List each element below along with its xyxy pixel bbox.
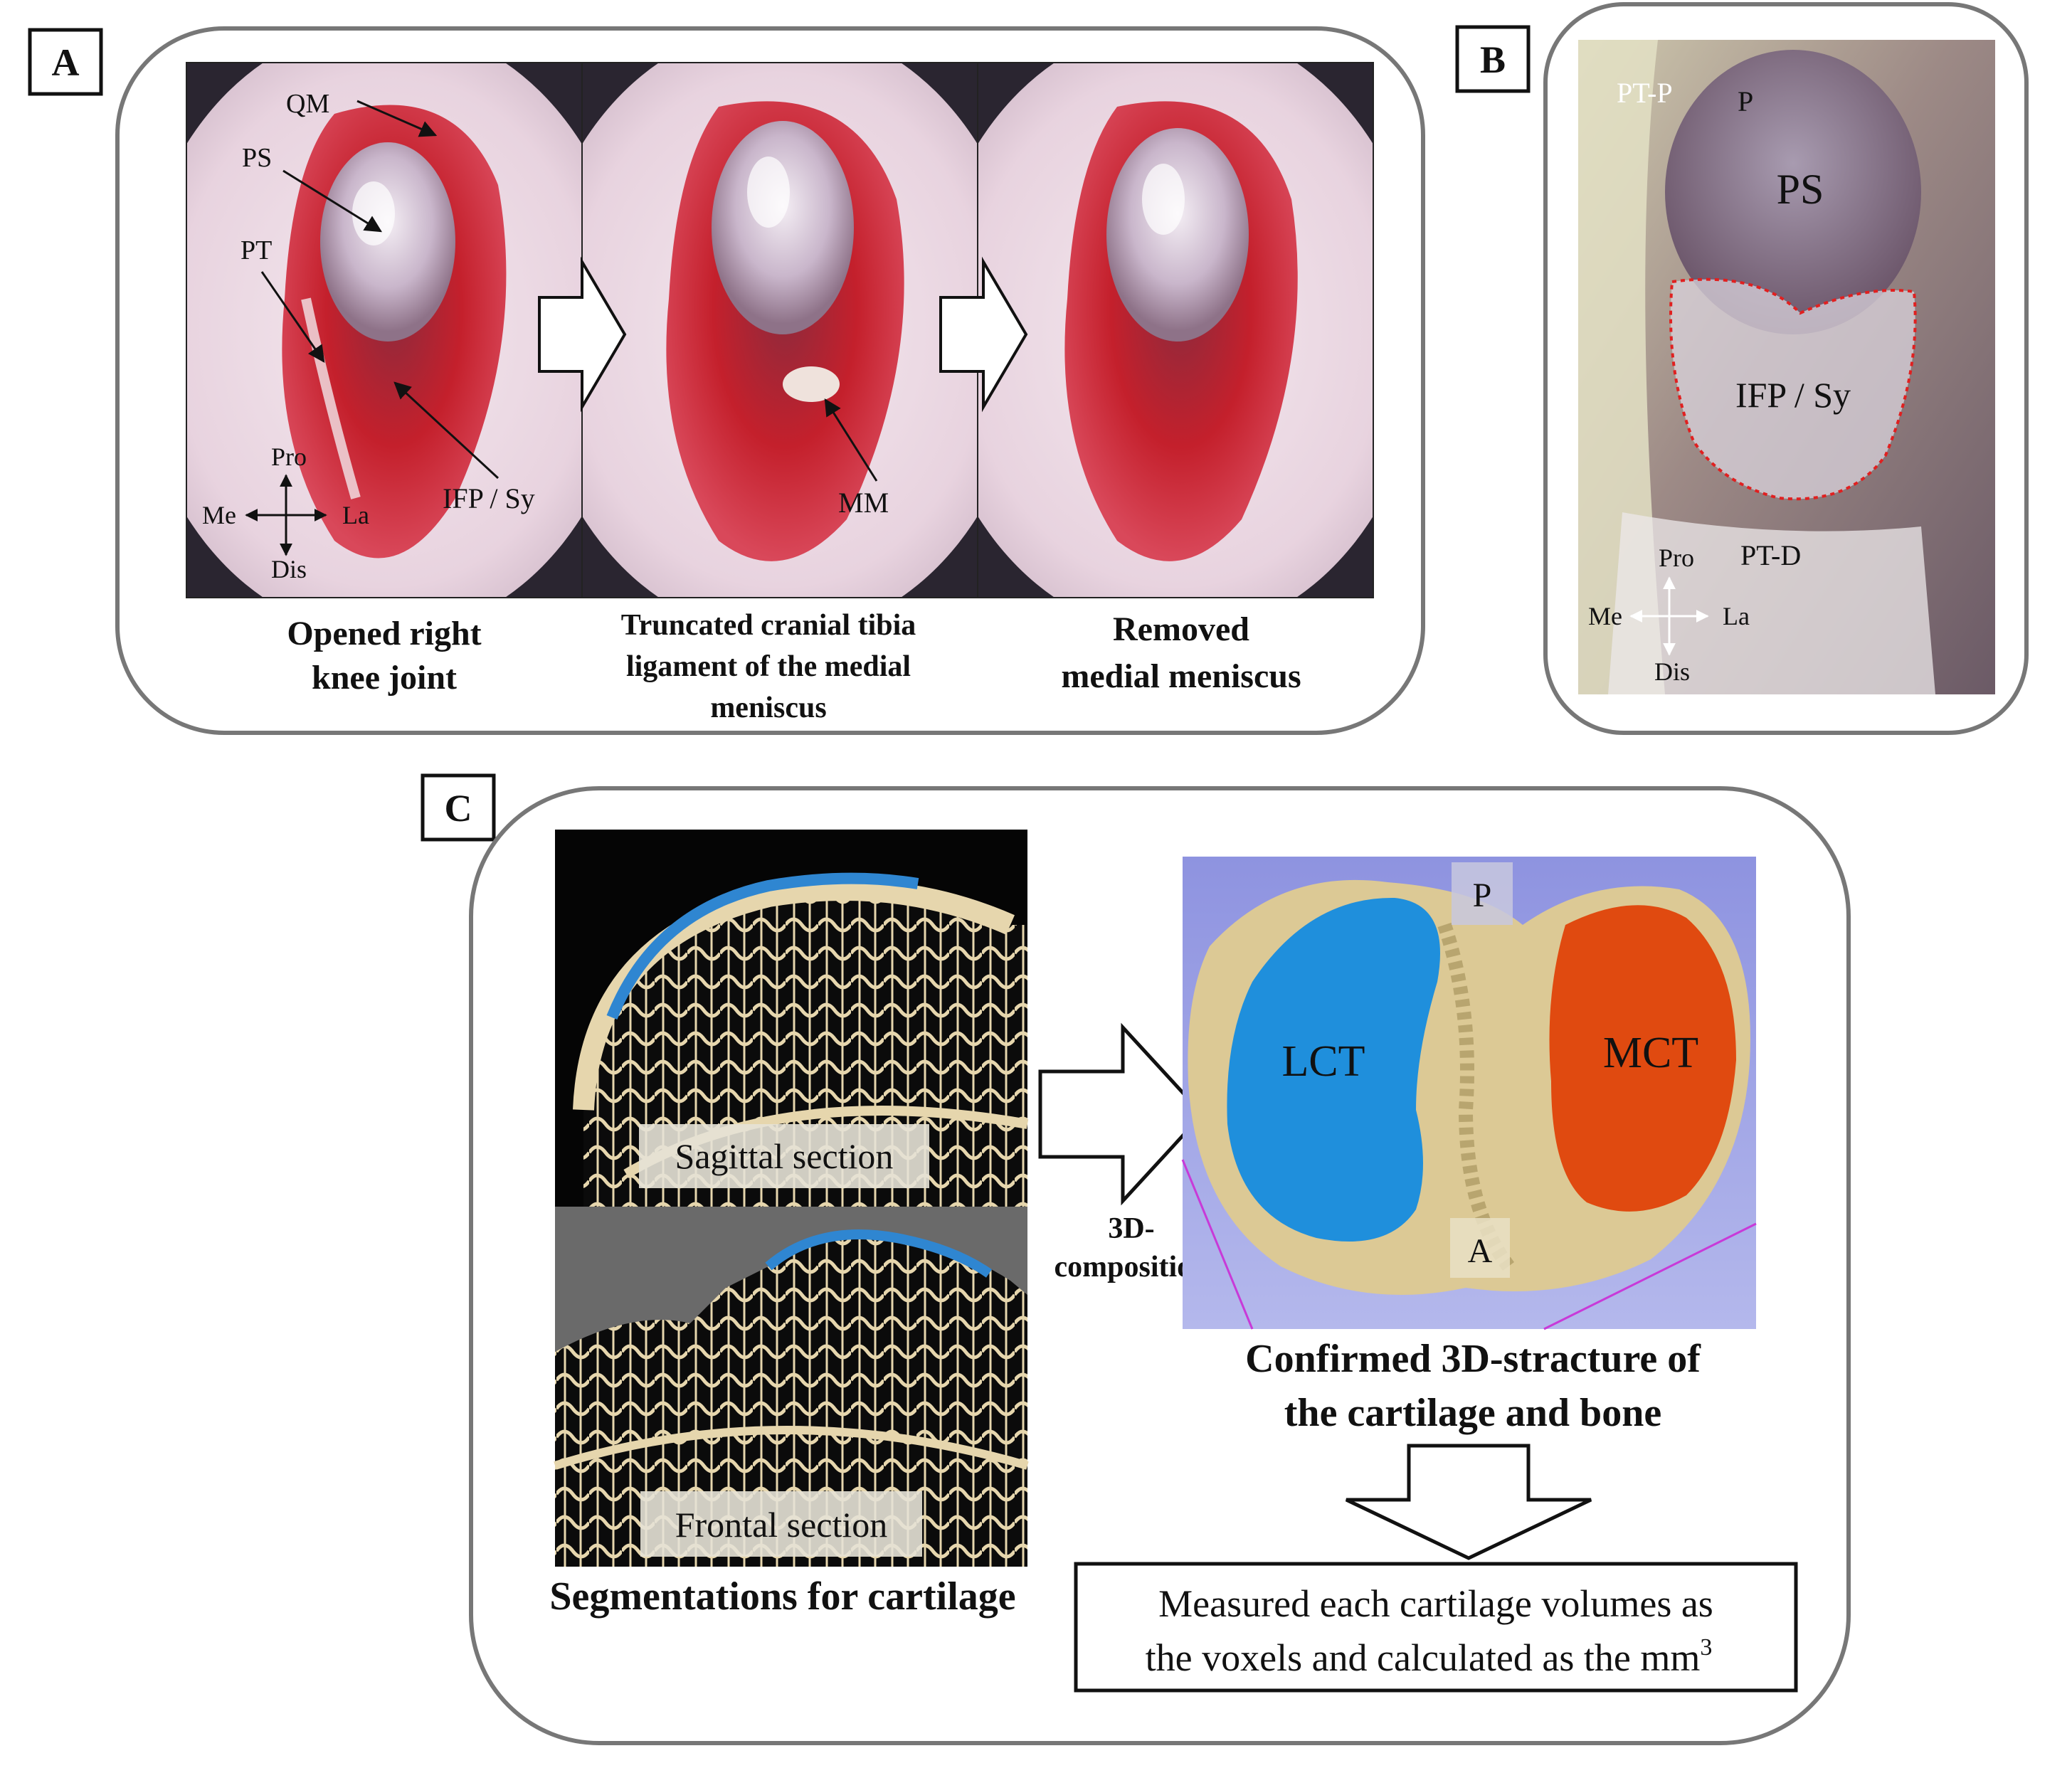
model-label-mct: MCT [1603, 1029, 1698, 1077]
arrow-3d-composition [1038, 1022, 1205, 1206]
model-label-a: A [1468, 1232, 1493, 1270]
panel-b: B PT-P P PS IFP / Sy PT-D Pro Me La Dis [1455, 2, 2029, 735]
compass-b: Pro Me La Dis [1588, 544, 1750, 686]
caption-2-line3: meniscus [710, 692, 826, 724]
panel-c-tag-box [421, 773, 496, 842]
panel-c-frame [469, 786, 1851, 1745]
caption-3-line2: medial meniscus [1061, 657, 1301, 695]
model-label-lct: LCT [1281, 1037, 1365, 1086]
model-caption-line1: Confirmed 3D-stracture of [1245, 1337, 1701, 1381]
lct-cartilage [1227, 897, 1440, 1242]
caption-3-line1: Removed [1113, 610, 1249, 648]
caption-2-line1: Truncated cranial tibia [621, 609, 916, 642]
label-mm: MM [838, 487, 889, 519]
compass-dis: Dis [271, 555, 307, 583]
panel-a-tag: A [52, 41, 80, 84]
compass-a: Pro Me La Dis [202, 443, 369, 583]
compass-la: La [342, 501, 369, 529]
sagittal-label: Sagittal section [675, 1136, 894, 1176]
panel-a: A [28, 26, 1425, 735]
compass-b-pro: Pro [1659, 544, 1694, 572]
compass-b-dis: Dis [1654, 657, 1690, 686]
photo-truncated-ligament [582, 63, 978, 598]
panel-c-tag: C [445, 787, 472, 830]
result-line2-text: the voxels and calculated as the mm [1146, 1636, 1701, 1679]
label-p: P [1738, 85, 1753, 117]
compass-pro: Pro [271, 443, 307, 471]
segmentation-caption: Segmentations for cartilage [549, 1574, 1015, 1619]
label-qm: QM [286, 89, 329, 119]
mct-cartilage [1549, 905, 1736, 1212]
caption-1-line1: Opened right [287, 615, 481, 652]
label-pt-p: PT-P [1617, 77, 1673, 109]
label-ps-b: PS [1777, 166, 1824, 213]
result-superscript: 3 [1700, 1634, 1712, 1661]
arrow-step-1 [538, 256, 627, 413]
sagittal-section-image: Sagittal section [555, 830, 1029, 1207]
caption-2-line2: ligament of the medial [626, 650, 911, 683]
panel-a-tag-box [28, 28, 103, 96]
panel-b-frame [1543, 2, 2029, 735]
model-caption-line2: the cartilage and bone [1284, 1391, 1661, 1435]
model-label-p: P [1473, 877, 1492, 914]
panel-b-tag-box [1455, 25, 1531, 93]
panel-a-frame [115, 26, 1425, 735]
photo-dissected-knee [1578, 40, 1995, 694]
caption-1-line2: knee joint [312, 659, 457, 697]
label-ps: PS [242, 143, 272, 173]
arrow-label-line1: 3D- [1108, 1212, 1154, 1245]
result-box [1074, 1562, 1798, 1693]
frontal-section-image: Frontal section [554, 1207, 1029, 1567]
panel-c: C Sagittal section Frontal section Segme… [421, 773, 1851, 1745]
compass-b-la: La [1723, 602, 1750, 630]
arrow-down-to-result [1345, 1444, 1592, 1560]
compass-b-me: Me [1588, 602, 1622, 630]
label-pt-d: PT-D [1740, 539, 1801, 571]
arrow-step-2 [939, 256, 1028, 413]
result-line2: the voxels and calculated as the mm3 [1146, 1634, 1713, 1679]
result-line1: Measured each cartilage volumes as [1158, 1582, 1713, 1625]
ifp-outline [1669, 277, 1917, 501]
panel-b-tag: B [1480, 38, 1506, 81]
photo-removed-meniscus [978, 63, 1373, 598]
compass-me: Me [202, 501, 236, 529]
label-ifp-sy: IFP / Sy [443, 482, 535, 514]
3d-model-image: P A LCT MCT [1181, 857, 1757, 1330]
frontal-label: Frontal section [675, 1505, 888, 1545]
label-ifp-sy-b: IFP / Sy [1735, 375, 1851, 415]
label-pt: PT [240, 235, 272, 265]
